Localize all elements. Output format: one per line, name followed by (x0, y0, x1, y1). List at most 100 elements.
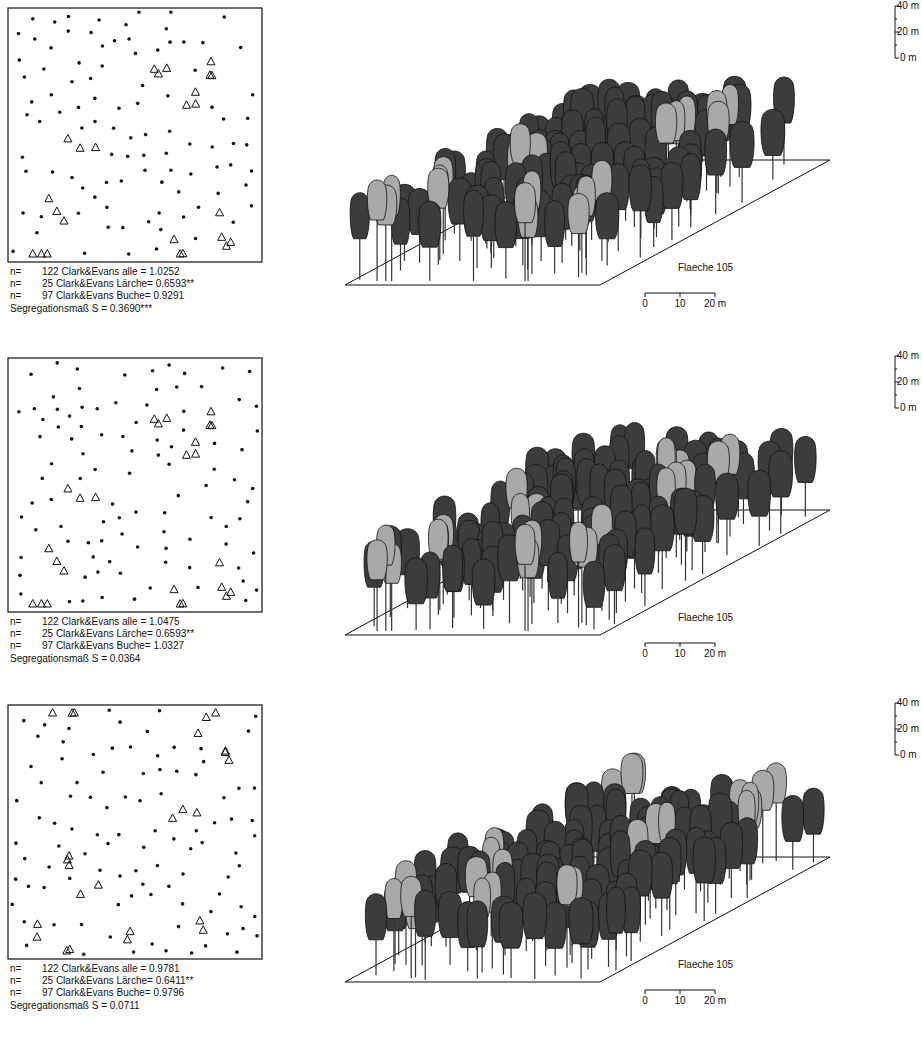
n-label: n= (10, 266, 21, 278)
tree-stem (566, 905, 567, 968)
height-tick (895, 19, 897, 20)
beech-dot (138, 799, 142, 803)
beech-dot (80, 425, 84, 429)
beech-dot (218, 892, 222, 896)
larch-symbol (33, 933, 41, 941)
larch-symbol (182, 101, 190, 109)
tree-stem (400, 244, 401, 270)
map-frame (8, 705, 262, 959)
beech-dot (164, 949, 168, 953)
beech-dot (193, 69, 197, 73)
map-frame (8, 358, 262, 612)
larch-symbol (76, 494, 84, 502)
beech-dot (241, 927, 245, 931)
beech-dot (151, 369, 155, 373)
beech-dot (75, 781, 79, 785)
beech-dot (160, 180, 164, 184)
beech-dot (251, 487, 255, 491)
beech-dot (113, 39, 117, 43)
beech-dot (239, 46, 243, 50)
beech-dot (56, 408, 60, 412)
larch-symbol (45, 194, 53, 202)
beech-crown (661, 162, 683, 208)
beech-crown (603, 545, 625, 591)
tree-stem (578, 234, 579, 278)
beech-dot (175, 769, 179, 773)
statistic-line: 25 Clark&Evans Lärche= 0.6593** (42, 278, 194, 290)
scale-tick (645, 990, 646, 994)
beech-dot (226, 875, 230, 879)
beech-dot (209, 910, 213, 914)
larch-symbol (176, 250, 184, 258)
beech-dot (155, 388, 159, 392)
beech-dot (256, 429, 260, 433)
stand-base (345, 510, 830, 635)
beech-dot (196, 586, 200, 590)
larch-crown (656, 103, 677, 143)
tree-stem (792, 841, 793, 869)
tree-stem (726, 519, 727, 555)
beech-dot (22, 920, 26, 924)
beech-dot (68, 600, 72, 604)
beech-dot (105, 806, 109, 810)
larch-symbol (64, 134, 72, 142)
beech-dot (197, 205, 201, 209)
beech-dot (204, 484, 208, 488)
larch-symbol (37, 250, 45, 258)
larch-symbol (179, 599, 187, 607)
larch-symbol (49, 709, 57, 717)
tree-stem (505, 248, 506, 279)
beech-dot (237, 566, 241, 570)
beech-dot (142, 772, 146, 776)
beech-dot (30, 100, 34, 104)
larch-symbol (202, 713, 210, 721)
beech-dot (70, 80, 74, 84)
beech-dot (157, 211, 161, 215)
beech-dot (241, 579, 245, 583)
map-frame (8, 8, 262, 262)
height-label: 0 m (900, 749, 917, 761)
beech-dot (25, 113, 29, 117)
beech-crown (405, 558, 428, 604)
larch-crown (557, 865, 577, 905)
larch-symbol (92, 143, 100, 151)
beech-dot (123, 373, 127, 377)
tree-stem (476, 231, 477, 268)
beech-dot (59, 525, 63, 529)
beech-dot (150, 942, 154, 946)
tree-stem (453, 592, 454, 618)
beech-dot (156, 864, 160, 868)
larch-symbol (176, 600, 184, 608)
tree-stem (533, 578, 534, 603)
larch-symbol (191, 88, 199, 96)
larch-symbol (70, 709, 78, 717)
beech-dot (100, 596, 104, 600)
larch-crown (568, 194, 589, 234)
beech-dot (52, 395, 56, 399)
beech-dot (117, 903, 121, 907)
beech-dot (110, 153, 114, 157)
tree-stem (780, 497, 781, 534)
beech-dot (66, 29, 70, 33)
tree-stem (671, 208, 672, 240)
beech-dot (188, 142, 192, 146)
beech-dot (250, 819, 254, 823)
beech-dot (167, 885, 171, 889)
beech-dot (155, 438, 159, 442)
beech-dot (142, 845, 146, 849)
tree-stem (510, 948, 511, 978)
beech-crown (651, 852, 673, 898)
beech-crown (467, 901, 488, 947)
beech-dot (130, 894, 134, 898)
beech-dot (194, 237, 198, 241)
larch-symbol (94, 881, 102, 889)
beech-dot (239, 905, 243, 909)
height-label: 40 m (897, 697, 919, 709)
larch-symbol (179, 805, 187, 813)
larch-symbol (150, 415, 158, 423)
tree-stem (375, 940, 376, 975)
beech-dot (19, 592, 23, 596)
beech-dot (80, 923, 84, 927)
height-tick (895, 58, 899, 59)
scale-tick (680, 990, 681, 994)
